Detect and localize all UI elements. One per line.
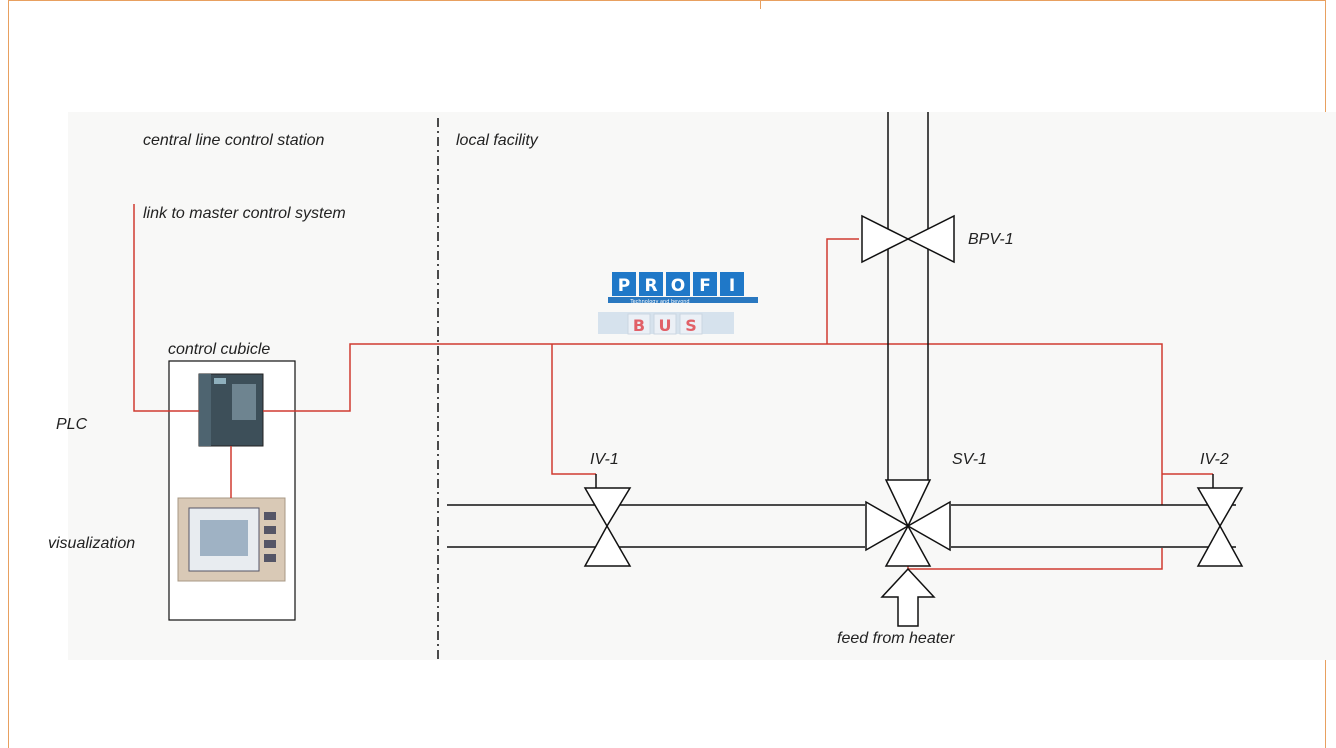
signal-lines <box>133 204 1213 570</box>
logo-letter-b: B <box>633 316 645 335</box>
iv2-valve-symbol <box>1196 474 1244 567</box>
logo-letter-s: S <box>685 316 697 335</box>
label-central-station: central line control station <box>143 132 325 149</box>
visualization-panel <box>177 497 286 582</box>
label-feed: feed from heater <box>837 630 955 647</box>
pipes <box>447 112 1236 548</box>
logo-top-row: P R O F I <box>608 272 758 303</box>
label-iv2: IV-2 <box>1200 451 1229 468</box>
profibus-logo: P R O F I Technology and beyond B U S <box>598 272 758 335</box>
logo-letter-r: R <box>644 276 657 296</box>
frame-divider-mark <box>760 0 761 9</box>
feed-arrow <box>880 567 936 627</box>
iv1-drop-line <box>551 344 596 475</box>
bpv1-drop-line <box>826 238 859 344</box>
plc-device <box>198 373 264 447</box>
plc-bus-line <box>263 343 1163 505</box>
logo-letter-i: I <box>729 276 735 296</box>
label-master-link: link to master control system <box>143 205 346 222</box>
label-local-facility: local facility <box>456 132 538 149</box>
sv1-feedback-line <box>907 548 1163 570</box>
iv1-valve-symbol <box>583 474 632 567</box>
label-plc: PLC <box>56 416 88 433</box>
logo-letter-f: F <box>699 276 711 296</box>
label-visualization: visualization <box>48 535 136 552</box>
master-link-line <box>133 204 199 412</box>
logo-letter-o: O <box>671 276 685 296</box>
label-sv1: SV-1 <box>952 451 987 468</box>
logo-letter-p: P <box>618 276 630 296</box>
bpv1-valve-symbol <box>861 214 955 264</box>
label-control-cubicle: control cubicle <box>168 341 271 358</box>
logo-letter-u: U <box>659 316 672 335</box>
logo-tagline: Technology and beyond <box>629 299 689 305</box>
label-bpv1: BPV-1 <box>968 231 1014 248</box>
logo-bottom-row: B U S <box>598 312 734 335</box>
sv1-valve-symbol <box>865 479 951 567</box>
label-iv1: IV-1 <box>590 451 619 468</box>
